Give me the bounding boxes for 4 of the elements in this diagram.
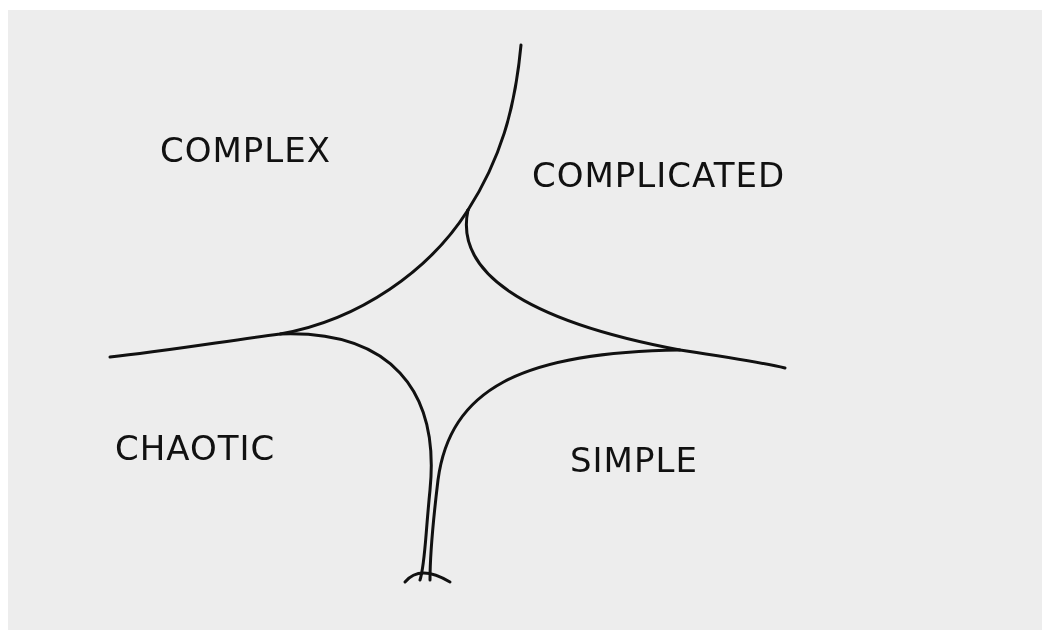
quadrant-label: COMPLICATED <box>532 155 786 195</box>
quadrant-label: COMPLEX <box>160 130 332 170</box>
quadrant-label: CHAOTIC <box>115 428 276 468</box>
quadrant-label: SIMPLE <box>570 440 698 480</box>
